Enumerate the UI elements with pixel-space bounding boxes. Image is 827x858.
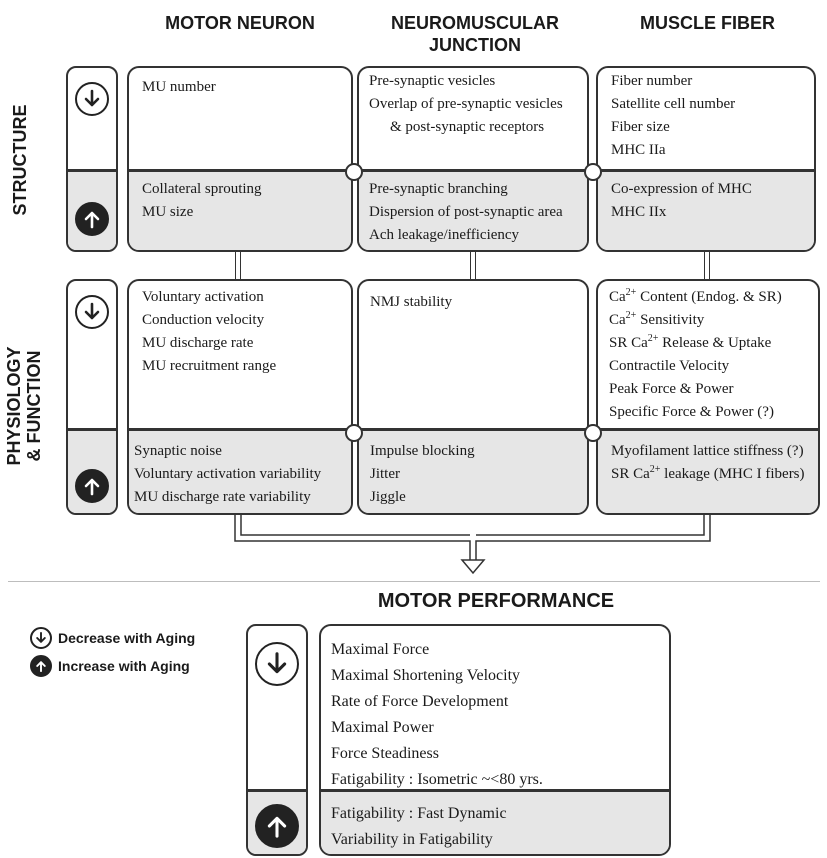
- down-arrow-circle-icon: [75, 295, 109, 329]
- list-item: Jiggle: [370, 489, 406, 505]
- list-item: Fatigability : Fast Dynamic: [331, 805, 507, 822]
- column-header-nmj: NEUROMUSCULAR JUNCTION: [360, 12, 590, 56]
- list-item: Myofilament lattice stiffness (?): [611, 443, 804, 459]
- list-item: MU number: [142, 79, 216, 95]
- structure-motor-neuron-decrease-list: MU number: [142, 76, 216, 99]
- list-item: MU discharge rate variability: [134, 489, 311, 505]
- down-arrow-circle-icon: [30, 627, 52, 649]
- list-item: MHC IIa: [611, 142, 666, 158]
- performance-increase-list: Fatigability : Fast Dynamic Variability …: [331, 801, 507, 853]
- structure-nmj-box: Pre-synaptic vesicles Overlap of pre-syn…: [357, 66, 589, 252]
- structure-muscle-fiber-increase-list: Co-expression of MHC MHC IIx: [611, 178, 752, 224]
- list-item: Maximal Force: [331, 641, 430, 658]
- physiology-nmj-box: NMJ stability Impulse blocking Jitter Ji…: [357, 279, 589, 515]
- list-item: Pre-synaptic branching: [369, 181, 508, 197]
- down-arrow-circle-icon: [255, 642, 299, 686]
- performance-decrease-list: Maximal Force Maximal Shortening Velocit…: [331, 637, 543, 793]
- list-item: Co-expression of MHC: [611, 181, 752, 197]
- performance-icon-column: [246, 624, 308, 856]
- physiology-muscle-fiber-increase-list: Myofilament lattice stiffness (?) SR Ca2…: [611, 440, 805, 486]
- list-item: Fatigability : Isometric ~<80 yrs.: [331, 771, 543, 788]
- junction-node: [345, 163, 363, 181]
- list-item: Collateral sprouting: [142, 181, 262, 197]
- connector-line: [704, 251, 710, 280]
- column-header-nmj-line2: JUNCTION: [428, 35, 521, 55]
- converging-arrow: [234, 515, 711, 575]
- physiology-nmj-decrease-list: NMJ stability: [370, 291, 452, 314]
- list-item: Force Steadiness: [331, 745, 439, 762]
- structure-nmj-increase-list: Pre-synaptic branching Dispersion of pos…: [369, 178, 563, 247]
- list-item: Rate of Force Development: [331, 693, 509, 710]
- list-item: Fiber size: [611, 119, 670, 135]
- list-item: Specific Force & Power (?): [609, 404, 774, 420]
- list-item: Satellite cell number: [611, 96, 736, 112]
- list-item: Impulse blocking: [370, 443, 475, 459]
- structure-icon-column: [66, 66, 118, 252]
- list-item: Variability in Fatigability: [331, 831, 493, 848]
- column-header-nmj-line1: NEUROMUSCULAR: [391, 13, 559, 33]
- list-item: Maximal Shortening Velocity: [331, 667, 521, 684]
- list-item: Jitter: [370, 466, 400, 482]
- list-item: & post-synaptic receptors: [390, 119, 545, 135]
- physiology-muscle-fiber-box: Ca2+ Content (Endog. & SR) Ca2+ Sensitiv…: [596, 279, 820, 515]
- list-item: Voluntary activation variability: [134, 466, 322, 482]
- structure-muscle-fiber-decrease-list: Fiber number Satellite cell number Fiber…: [611, 70, 735, 162]
- physiology-motor-neuron-box: Voluntary activation Conduction velocity…: [127, 279, 353, 515]
- column-header-muscle-fiber: MUSCLE FIBER: [640, 13, 775, 33]
- physiology-motor-neuron-increase-list: Synaptic noise Voluntary activation vari…: [134, 440, 321, 509]
- list-item: Conduction velocity: [142, 312, 265, 328]
- list-item: Ca2+ Sensitivity: [609, 310, 705, 329]
- section-divider: [8, 581, 820, 582]
- up-arrow-circle-icon: [30, 655, 52, 677]
- list-item: Pre-synaptic vesicles: [369, 73, 496, 89]
- list-item: Synaptic noise: [134, 443, 222, 459]
- performance-box: Maximal Force Maximal Shortening Velocit…: [319, 624, 671, 856]
- legend-increase: Increase with Aging: [30, 655, 190, 677]
- legend-decrease: Decrease with Aging: [30, 627, 195, 649]
- list-item: Maximal Power: [331, 719, 434, 736]
- performance-title: MOTOR PERFORMANCE: [377, 590, 615, 612]
- column-header-motor-neuron: MOTOR NEURON: [165, 13, 315, 33]
- physiology-nmj-increase-list: Impulse blocking Jitter Jiggle: [370, 440, 475, 509]
- junction-node: [584, 163, 602, 181]
- list-item: NMJ stability: [370, 294, 453, 310]
- list-item: MU size: [142, 204, 194, 220]
- connector-line: [470, 251, 476, 280]
- up-arrow-circle-icon: [75, 202, 109, 236]
- list-item: MU discharge rate: [142, 335, 254, 351]
- junction-node: [345, 424, 363, 442]
- structure-nmj-decrease-list: Pre-synaptic vesicles Overlap of pre-syn…: [369, 70, 563, 139]
- list-item: Ca2+ Content (Endog. & SR): [609, 287, 782, 306]
- list-item: MU recruitment range: [142, 358, 277, 374]
- list-item: SR Ca2+ leakage (MHC I fibers): [611, 464, 805, 483]
- list-item: Peak Force & Power: [609, 381, 734, 397]
- physiology-icon-column: [66, 279, 118, 515]
- physiology-muscle-fiber-decrease-list: Ca2+ Content (Endog. & SR) Ca2+ Sensitiv…: [609, 286, 782, 424]
- structure-motor-neuron-box: MU number Collateral sprouting MU size: [127, 66, 353, 252]
- list-item: Fiber number: [611, 73, 693, 89]
- structure-motor-neuron-increase-list: Collateral sprouting MU size: [142, 178, 262, 224]
- list-item: Dispersion of post-synaptic area: [369, 204, 563, 220]
- legend-decrease-label: Decrease with Aging: [58, 630, 196, 646]
- down-arrow-circle-icon: [75, 82, 109, 116]
- list-item: Voluntary activation: [142, 289, 264, 305]
- up-arrow-circle-icon: [75, 469, 109, 503]
- list-item: Contractile Velocity: [609, 358, 730, 374]
- list-item: Overlap of pre-synaptic vesicles: [369, 96, 563, 112]
- list-item: SR Ca2+ Release & Uptake: [609, 333, 772, 352]
- connector-line: [235, 251, 241, 280]
- junction-node: [584, 424, 602, 442]
- physiology-motor-neuron-decrease-list: Voluntary activation Conduction velocity…: [142, 286, 276, 378]
- list-item: MHC IIx: [611, 204, 667, 220]
- structure-muscle-fiber-box: Fiber number Satellite cell number Fiber…: [596, 66, 816, 252]
- list-item: Ach leakage/inefficiency: [369, 227, 520, 243]
- legend-increase-label: Increase with Aging: [58, 658, 190, 674]
- up-arrow-circle-icon: [255, 804, 299, 848]
